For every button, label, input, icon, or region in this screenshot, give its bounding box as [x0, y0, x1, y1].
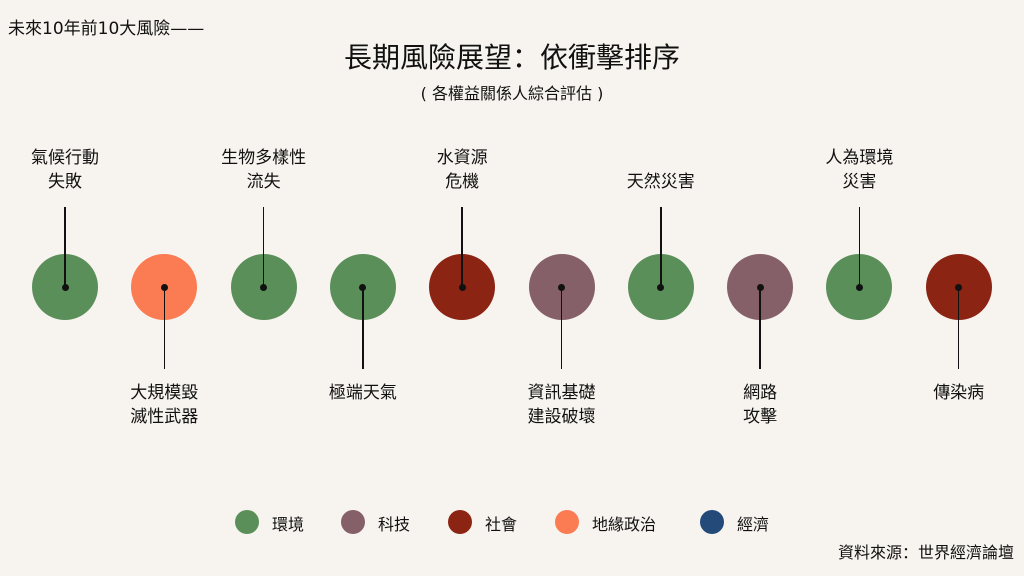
risk-label: 網路攻擊	[690, 381, 830, 429]
risk-connector-line	[660, 207, 662, 287]
risk-connector-line	[858, 207, 861, 287]
risk-center-dot	[955, 283, 963, 291]
page-title: 長期風險展望：依衝擊排序	[343, 41, 680, 74]
risk-label: 水資源危機	[392, 146, 532, 194]
risk-label-line: 水資源	[436, 148, 488, 168]
risk-connector-line	[560, 287, 563, 369]
risk-connector-line	[759, 287, 761, 369]
risk-center-dot	[260, 283, 268, 291]
risk-label-line: 大規模毀	[130, 383, 199, 403]
legend-swatch	[700, 510, 724, 534]
risk-center-dot	[458, 283, 466, 291]
legend-swatch	[555, 510, 579, 534]
risk-label-line: 網路	[743, 383, 778, 403]
legend-label: 環境	[272, 515, 305, 534]
risk-label: 極端天氣	[293, 381, 433, 405]
risk-label: 大規模毀滅性武器	[94, 381, 234, 429]
risk-label: 氣候行動失敗	[0, 146, 135, 194]
risk-label-line: 生物多樣性	[221, 148, 307, 168]
legend-swatch	[448, 510, 472, 534]
legend-swatch	[235, 510, 259, 534]
risk-label-line: 氣候行動	[31, 148, 99, 168]
page-subtitle: ( 各權益關係人綜合評估 )	[420, 84, 604, 103]
risk-connector-line	[163, 287, 166, 369]
risk-connector-line	[64, 207, 66, 287]
legend-label: 科技	[378, 515, 411, 534]
risk-label-line: 流失	[246, 172, 281, 192]
legend-swatch	[341, 510, 365, 534]
risk-label: 生物多樣性流失	[194, 146, 334, 194]
risk-connector-line	[362, 287, 364, 369]
risk-connector-line	[262, 207, 265, 287]
risk-center-dot	[855, 283, 863, 291]
risk-label-line: 天然災害	[626, 172, 695, 192]
risk-label: 傳染病	[889, 381, 1024, 405]
risk-center-dot	[160, 283, 168, 291]
risk-label-line: 極端天氣	[328, 383, 397, 403]
risk-label-line: 失敗	[48, 172, 82, 192]
risk-label: 人為環境災害	[789, 146, 929, 194]
legend-label: 地緣政治	[592, 515, 657, 534]
risk-label-line: 資訊基礎	[527, 383, 596, 403]
risk-label-line: 危機	[445, 172, 480, 192]
risk-label-line: 建設破壞	[527, 407, 596, 427]
risk-center-dot	[359, 283, 367, 291]
risk-center-dot	[657, 283, 665, 291]
header-tagline: 未來10年前10大風險——	[8, 19, 205, 39]
risk-label: 資訊基礎建設破壞	[492, 381, 632, 429]
source-note: 資料來源：世界經濟論壇	[837, 543, 1014, 562]
risk-center-dot	[61, 283, 69, 291]
risk-label: 天然災害	[591, 170, 731, 194]
risk-center-dot	[558, 283, 565, 291]
legend-label: 社會	[485, 515, 518, 534]
risk-label-line: 滅性武器	[130, 407, 199, 427]
risk-label-line: 攻擊	[743, 407, 778, 427]
legend-label: 經濟	[737, 515, 770, 534]
risk-label-line: 災害	[842, 172, 877, 192]
risk-connector-line	[461, 207, 463, 287]
risk-center-dot	[756, 283, 764, 291]
risk-connector-line	[957, 287, 960, 369]
risk-label-line: 傳染病	[933, 383, 985, 403]
risk-label-line: 人為環境	[825, 148, 894, 168]
